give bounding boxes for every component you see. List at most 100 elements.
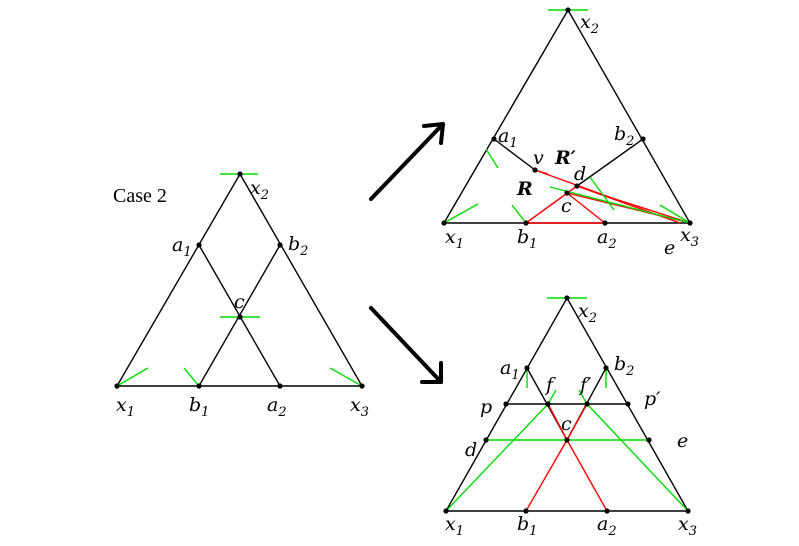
tr-label-v: v — [533, 147, 544, 169]
br-point-x2 — [564, 295, 570, 301]
top-right-triangle: x2 a1 b2 v R′ d R c x1 b1 a2 x3 e — [441, 7, 699, 259]
br-point-a1 — [524, 365, 530, 371]
arrow-up-right-head — [422, 122, 445, 145]
left-triangle: Case 2 x2 a1 b2 c x1 b1 a2 x3 — [113, 171, 369, 420]
br-green-x3-fprime — [586, 403, 689, 512]
left-point-x2 — [237, 171, 243, 177]
br-tick-f — [547, 389, 557, 405]
tr-green-c-x3 — [549, 186, 691, 224]
br-tick-fprime — [578, 389, 588, 405]
tr-point-c — [564, 190, 570, 196]
tr-point-x2 — [565, 7, 571, 13]
br-point-b1 — [523, 508, 529, 514]
tr-segment-b2-d — [576, 138, 644, 187]
br-label-a2: a2 — [597, 513, 617, 539]
tr-label-x3: x3 — [680, 224, 699, 250]
tr-red-d-base — [576, 185, 681, 224]
br-point-x3 — [685, 508, 691, 514]
left-tick-x1 — [116, 367, 149, 387]
left-label-x2: x2 — [250, 177, 269, 203]
br-label-c: c — [561, 413, 572, 435]
tr-tick-x1 — [443, 203, 479, 224]
left-point-b1 — [196, 383, 202, 389]
br-label-x3: x3 — [678, 513, 697, 539]
br-red-fprime-c — [566, 403, 588, 441]
br-red-c-a2 — [566, 439, 608, 512]
bottom-right-triangle: x2 a1 b2 f f′ p p′ c d e x1 b1 a2 x3 — [443, 295, 697, 539]
tr-red-c-a2 — [566, 192, 606, 224]
br-label-b1: b1 — [517, 513, 537, 539]
arrow-down-right-shaft — [369, 306, 443, 384]
br-point-c — [564, 437, 570, 443]
tr-label-a2: a2 — [597, 226, 617, 252]
left-point-b2 — [277, 242, 283, 248]
left-label-x1: x1 — [116, 394, 135, 420]
left-label-a1: a1 — [172, 234, 192, 260]
left-label-a2: a2 — [267, 394, 287, 420]
left-point-a1 — [196, 242, 202, 248]
br-label-b2: b2 — [614, 353, 634, 379]
br-point-fprime — [584, 401, 590, 407]
tr-point-b1 — [523, 220, 529, 226]
br-label-pprime: p′ — [644, 388, 661, 410]
br-label-f: f — [544, 374, 556, 396]
tr-point-b2 — [640, 136, 646, 142]
br-label-a1: a1 — [500, 357, 520, 383]
tr-label-x2: x2 — [580, 11, 599, 37]
br-point-f — [545, 401, 551, 407]
tr-tick-b1 — [511, 204, 527, 224]
br-label-x2: x2 — [578, 300, 597, 326]
br-point-a2 — [604, 508, 610, 514]
tr-point-x3 — [687, 220, 693, 226]
tr-point-a2 — [602, 220, 608, 226]
arrow-down-right — [369, 306, 443, 384]
left-tick-b1 — [183, 367, 200, 387]
left-label-c: c — [234, 291, 245, 313]
left-point-x1 — [114, 383, 120, 389]
left-label-b2: b2 — [288, 233, 308, 259]
tr-point-v — [532, 167, 538, 173]
br-red-c-b1 — [525, 439, 568, 512]
tr-label-a1: a1 — [498, 125, 518, 151]
br-point-e — [646, 437, 652, 443]
br-point-pprime — [625, 401, 631, 407]
tr-label-c: c — [561, 195, 572, 217]
br-point-b2 — [603, 365, 609, 371]
tr-tick-d — [589, 176, 615, 211]
tr-point-d — [574, 183, 580, 189]
tr-point-a1 — [491, 136, 497, 142]
br-point-p — [503, 401, 509, 407]
tr-tick-a1 — [485, 148, 499, 169]
left-outer-triangle — [115, 172, 364, 387]
br-label-d: d — [465, 439, 477, 461]
left-point-x3 — [359, 383, 365, 389]
arrow-up-right — [369, 122, 445, 201]
tr-label-R-prime: R′ — [554, 147, 576, 169]
tr-label-x1: x1 — [445, 226, 464, 252]
arrow-down-right-head — [420, 361, 443, 384]
tr-segment-a1-v — [493, 138, 536, 171]
case-caption: Case 2 — [113, 185, 167, 207]
br-green-x1-f — [445, 403, 549, 512]
tr-label-R: R — [516, 178, 533, 200]
tr-red-v-e — [534, 169, 691, 224]
br-red-f-c — [547, 403, 568, 441]
left-label-b1: b1 — [189, 394, 209, 420]
br-label-fprime: f′ — [578, 374, 592, 396]
tr-label-d: d — [574, 163, 586, 185]
br-label-p: p — [480, 396, 492, 418]
left-label-x3: x3 — [350, 394, 369, 420]
arrow-up-right-shaft — [369, 122, 445, 201]
left-point-a2 — [277, 383, 283, 389]
br-label-x1: x1 — [445, 513, 464, 539]
left-tick-x3 — [329, 367, 363, 387]
tr-label-b2: b2 — [614, 123, 634, 149]
tr-point-x1 — [441, 220, 447, 226]
tr-label-e: e — [664, 237, 675, 259]
br-point-x1 — [443, 508, 449, 514]
tr-label-b1: b1 — [517, 226, 537, 252]
br-label-e: e — [677, 430, 688, 452]
left-point-c — [237, 314, 243, 320]
tr-tick-x3 — [659, 204, 691, 224]
